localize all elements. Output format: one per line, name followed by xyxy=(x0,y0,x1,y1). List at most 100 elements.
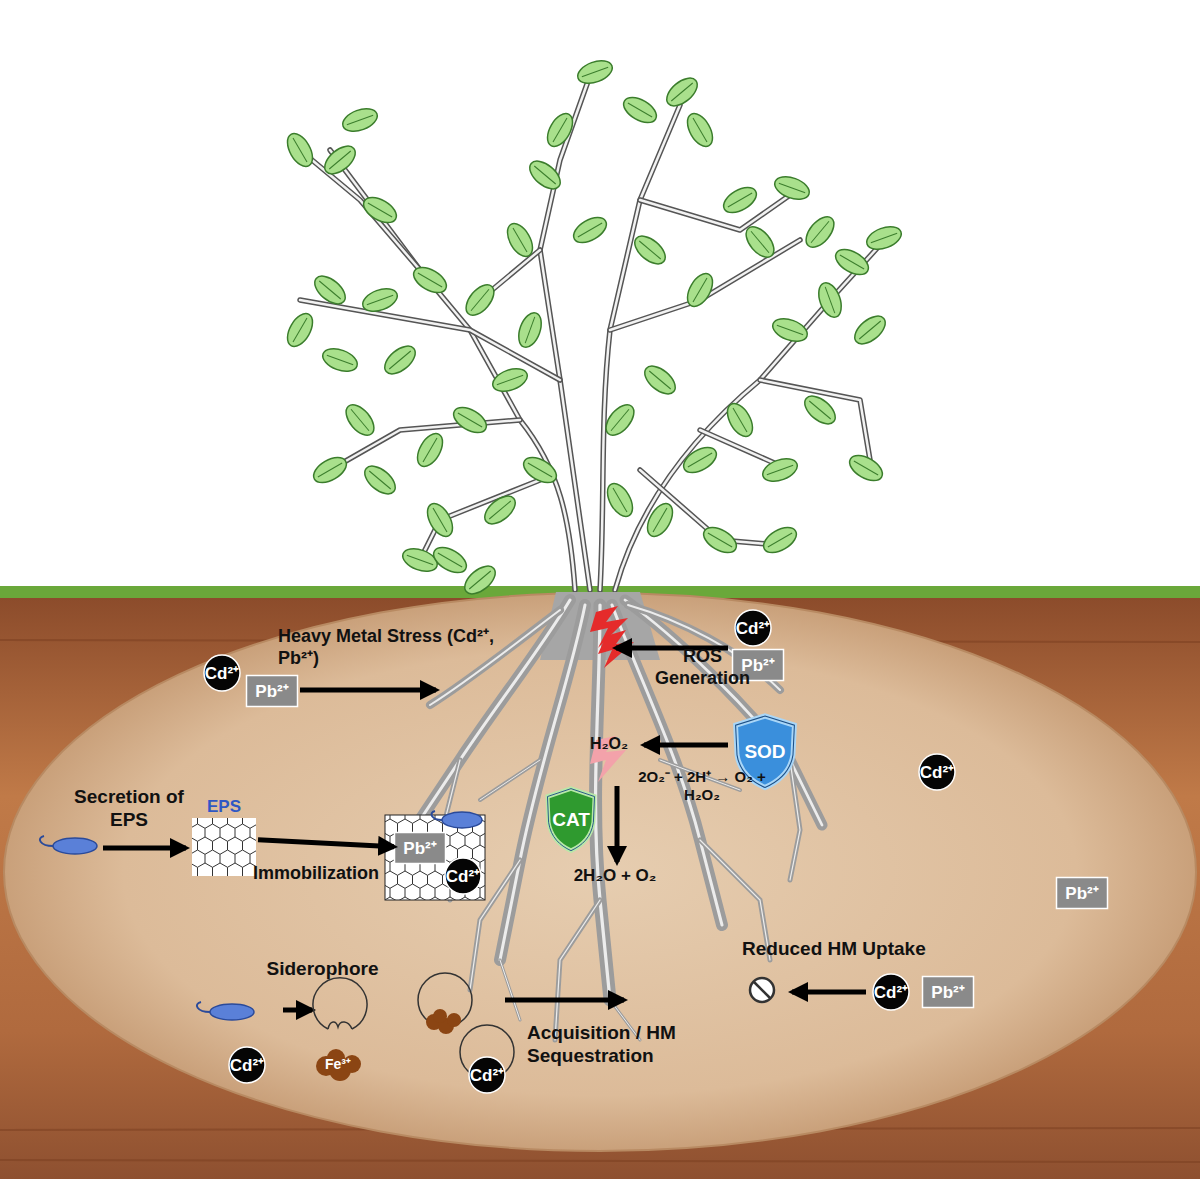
leaf-vein xyxy=(534,166,555,184)
cadmium-ion: Cd²⁺ xyxy=(203,654,241,692)
leaf-blade xyxy=(360,284,401,315)
leaf xyxy=(340,104,381,135)
ion-circle xyxy=(445,858,481,894)
leaf-vein xyxy=(693,118,707,142)
lead-ion: Pb²⁺ xyxy=(394,832,446,864)
leaf xyxy=(360,461,400,499)
leaf xyxy=(602,479,637,520)
leaf-vein xyxy=(840,255,864,269)
cat-shield: CAT xyxy=(543,786,599,852)
leaf xyxy=(801,212,839,252)
lead-ion: Pb²⁺ xyxy=(1056,877,1108,909)
leaf-blade xyxy=(542,109,577,150)
node-text: Pb²⁺ xyxy=(931,984,964,1001)
leaf-vein xyxy=(293,318,307,342)
leaf-blade xyxy=(662,73,702,111)
leaf-blade xyxy=(619,92,660,127)
leaf-vein xyxy=(329,151,350,169)
cadmium-ion: Cd²⁺ xyxy=(444,857,482,895)
leaf-vein xyxy=(825,287,835,313)
leaf-blade xyxy=(380,341,420,379)
root xyxy=(430,610,560,705)
leaf-vein xyxy=(578,223,602,237)
leaf-blade xyxy=(602,479,637,520)
leaf-vein xyxy=(347,115,373,125)
process-arrows xyxy=(644,743,728,748)
prohibition-symbol xyxy=(750,978,774,1002)
leaf-blade xyxy=(320,344,361,375)
shield-rim xyxy=(547,789,594,851)
annotation-label: ROS Generation xyxy=(640,646,765,689)
node-text: Cd²⁺ xyxy=(470,1067,504,1084)
leaf xyxy=(814,280,845,321)
leaf-vein xyxy=(528,463,552,477)
iron-particle xyxy=(447,1013,461,1027)
leaf-blade xyxy=(320,141,360,179)
leaf-vein xyxy=(639,241,660,259)
leaf-vein xyxy=(497,375,523,385)
process-arrows xyxy=(283,1008,312,1013)
leaf-blade xyxy=(429,542,470,577)
siderophore-symbol xyxy=(328,1022,352,1029)
leaf xyxy=(359,192,400,227)
leaf-vein xyxy=(653,508,667,532)
leaf-vein xyxy=(871,233,897,243)
leaf-vein xyxy=(389,351,410,369)
leaf xyxy=(772,172,813,203)
leaf-blade xyxy=(642,499,677,540)
node-text: Cd²⁺ xyxy=(205,665,239,682)
leaf xyxy=(309,452,350,487)
leaf-vein xyxy=(649,371,670,389)
leaf-vein xyxy=(471,289,489,310)
leaf xyxy=(699,522,740,557)
leaf-vein xyxy=(293,138,307,162)
stem-outline xyxy=(600,105,680,590)
leaf-blade xyxy=(422,499,457,540)
leaf-vein xyxy=(671,83,692,101)
bacterium xyxy=(210,1004,254,1020)
ion-square xyxy=(247,676,298,707)
siderophore-symbol xyxy=(418,973,472,1027)
leaf xyxy=(741,222,779,262)
leaf-vein xyxy=(525,317,535,343)
node-text: SOD xyxy=(744,742,785,761)
leaf-blade xyxy=(741,222,779,262)
stem-outline xyxy=(540,70,592,590)
leaf xyxy=(422,499,457,540)
leaf-blade xyxy=(412,429,447,470)
leaf-vein xyxy=(767,465,793,475)
cadmium-ion: Cd²⁺ xyxy=(734,609,772,647)
leaf-blade xyxy=(800,391,840,429)
node-text: Cd²⁺ xyxy=(446,868,480,885)
leaf-vein xyxy=(809,401,830,419)
process-arrows xyxy=(505,998,624,1003)
leaf xyxy=(642,499,677,540)
leaf-vein xyxy=(751,231,769,252)
leaf-vein xyxy=(369,471,390,489)
bacterium xyxy=(53,838,97,854)
node-text: EPS xyxy=(207,798,241,815)
eps-back xyxy=(192,818,256,876)
leaf-blade xyxy=(759,522,800,557)
leaf xyxy=(519,452,560,487)
leaf xyxy=(320,344,361,375)
stem-fill xyxy=(600,105,680,590)
leaf-vein xyxy=(779,183,805,193)
leaf-blade xyxy=(409,262,450,297)
leaf xyxy=(341,400,379,440)
leaf-vein xyxy=(458,413,482,427)
leaf-vein xyxy=(777,325,803,335)
leaf-vein xyxy=(318,463,342,477)
leaf xyxy=(630,231,670,269)
leaf-blade xyxy=(525,156,565,194)
leaf-vein xyxy=(811,221,829,242)
leaf xyxy=(320,141,360,179)
node-text: Pb²⁺ xyxy=(403,840,436,857)
leaf-blade xyxy=(340,104,381,135)
annotation-label: Heavy Metal Stress (Cd²⁺, Pb²⁺) xyxy=(278,626,513,669)
root-highlight xyxy=(430,610,560,705)
annotation-label: Siderophore xyxy=(250,958,395,981)
leaf xyxy=(662,73,702,111)
leaf xyxy=(682,269,717,310)
